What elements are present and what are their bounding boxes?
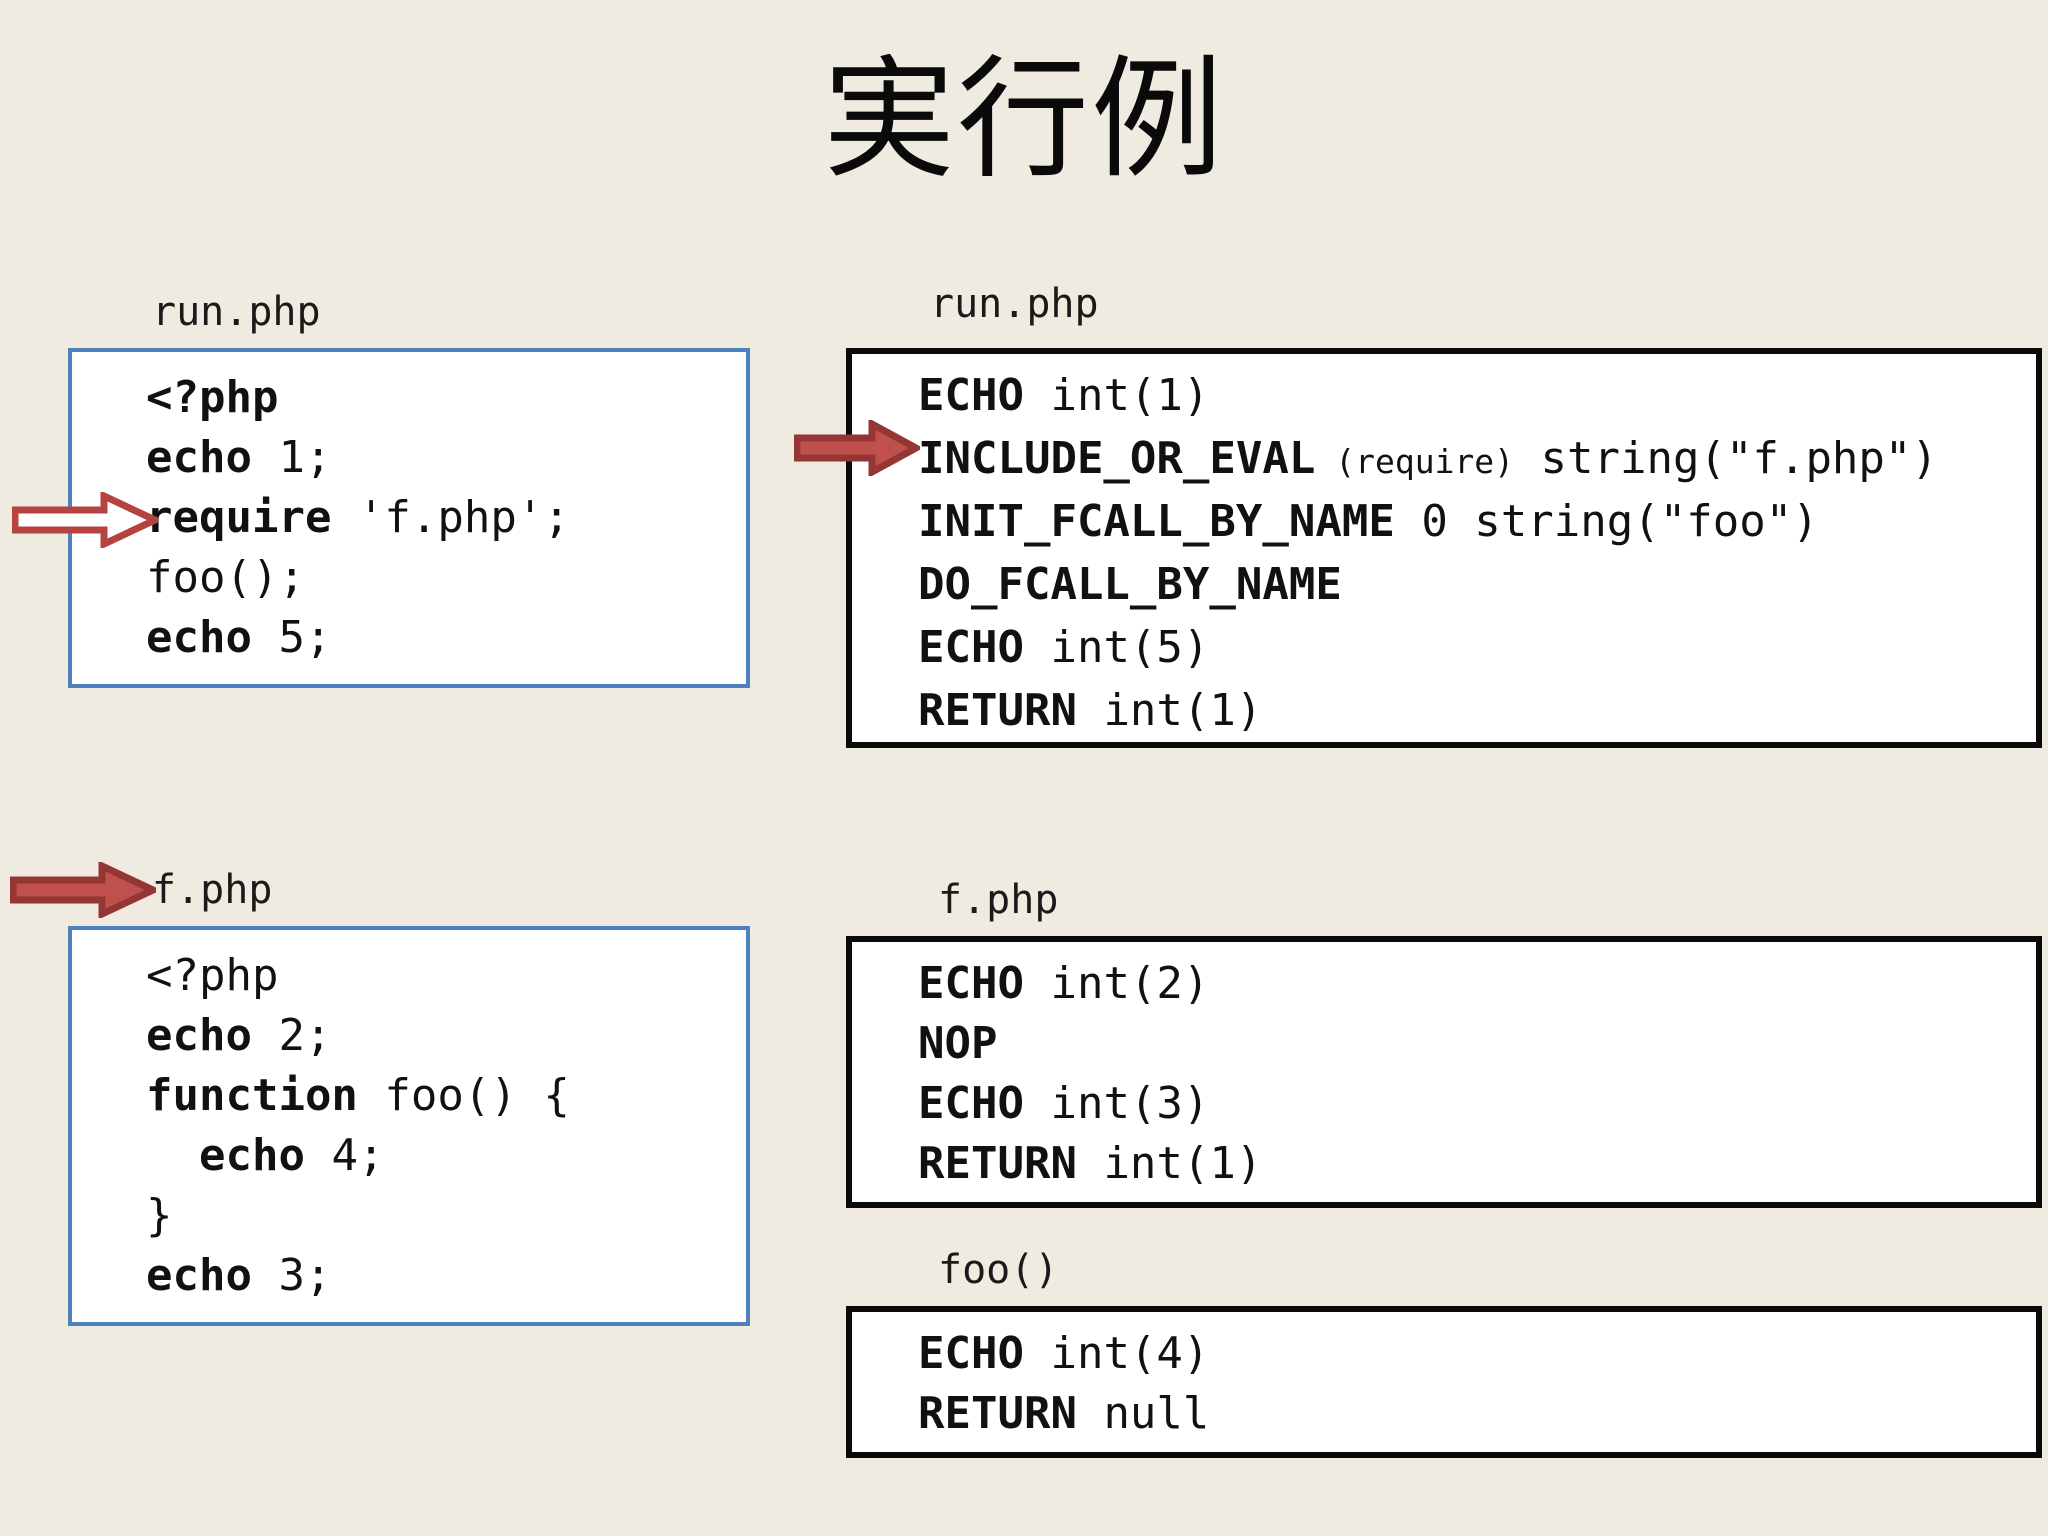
- opcode-operand: int(5): [1023, 622, 1210, 673]
- code-arg: 4;: [304, 1130, 385, 1181]
- code-keyword: echo: [146, 1250, 252, 1301]
- opcode-box-run-php: ECHO int(1) INCLUDE_OR_EVAL (require) st…: [846, 348, 2042, 748]
- opcode-line: RETURN null: [852, 1384, 2036, 1444]
- opcode-name: INCLUDE_OR_EVAL: [918, 433, 1316, 484]
- opcode-line: RETURN int(1): [852, 681, 2036, 744]
- code-arg: 1;: [251, 432, 332, 483]
- opcode-operand: int(3): [1023, 1078, 1210, 1129]
- opcode-line: ECHO int(1): [852, 366, 2036, 429]
- opcode-name: ECHO: [918, 958, 1024, 1009]
- code-arg: foo() {: [357, 1070, 570, 1121]
- opcode-box-foo: ECHO int(4) RETURN null: [846, 1306, 2042, 1458]
- code-line-require: require 'f.php';: [72, 488, 746, 548]
- code-line: echo 5;: [72, 608, 746, 668]
- opcode-name: ECHO: [918, 370, 1024, 421]
- source-code-box-f-php: <?php echo 2; function foo() { echo 4; }…: [68, 926, 750, 1326]
- opcode-line: NOP: [852, 1014, 2036, 1074]
- opcode-name: RETURN: [918, 1138, 1077, 1189]
- code-keyword: <?php: [146, 372, 279, 423]
- code-line: echo 2;: [72, 1006, 746, 1066]
- code-arg: 3;: [251, 1250, 332, 1301]
- arrow-hollow-require: [11, 490, 164, 550]
- opcode-note: (require): [1315, 442, 1515, 481]
- opcode-line: ECHO int(3): [852, 1074, 2036, 1134]
- code-line: <?php: [72, 946, 746, 1006]
- opcode-line: DO_FCALL_BY_NAME: [852, 555, 2036, 618]
- code-arg: 'f.php';: [331, 492, 570, 543]
- caption-source-f-php: f.php: [152, 867, 273, 913]
- code-line: }: [72, 1186, 746, 1246]
- code-arg: 2;: [251, 1010, 332, 1061]
- code-keyword: echo: [146, 432, 252, 483]
- opcode-operand: 0 string("foo"): [1394, 496, 1819, 547]
- opcode-operand: int(1): [1023, 370, 1210, 421]
- opcode-operand: int(2): [1023, 958, 1210, 1009]
- code-keyword: foo();: [146, 552, 305, 603]
- page-title: 実行例: [823, 43, 1225, 197]
- opcode-line: ECHO int(2): [852, 954, 2036, 1014]
- opcode-line: INIT_FCALL_BY_NAME 0 string("foo"): [852, 492, 2036, 555]
- opcode-operand: int(1): [1076, 685, 1263, 736]
- code-keyword: <?php: [146, 950, 279, 1001]
- caption-source-run-php: run.php: [152, 289, 321, 335]
- code-keyword: }: [146, 1190, 173, 1241]
- code-line: echo 1;: [72, 428, 746, 488]
- opcode-operand: string("f.php"): [1514, 433, 1938, 484]
- opcode-box-f-php: ECHO int(2) NOP ECHO int(3) RETURN int(1…: [846, 936, 2042, 1208]
- code-keyword: echo: [146, 1130, 305, 1181]
- code-keyword: function: [146, 1070, 358, 1121]
- code-keyword: echo: [146, 1010, 252, 1061]
- code-keyword: require: [146, 492, 332, 543]
- code-keyword: echo: [146, 612, 252, 663]
- opcode-name: ECHO: [918, 1078, 1024, 1129]
- opcode-name: ECHO: [918, 622, 1024, 673]
- code-line: echo 4;: [72, 1126, 746, 1186]
- opcode-name: DO_FCALL_BY_NAME: [918, 559, 1342, 610]
- source-code-box-run-php: <?php echo 1; require 'f.php'; foo(); ec…: [68, 348, 750, 688]
- opcode-operand: null: [1076, 1388, 1210, 1439]
- opcode-line: RETURN int(1): [852, 1134, 2036, 1194]
- opcode-line-include-or-eval: INCLUDE_OR_EVAL (require) string("f.php"…: [852, 429, 2036, 492]
- code-arg: 5;: [251, 612, 332, 663]
- opcode-operand: int(1): [1076, 1138, 1263, 1189]
- opcode-name: ECHO: [918, 1328, 1024, 1379]
- opcode-line: ECHO int(5): [852, 618, 2036, 681]
- caption-opcodes-foo: foo(): [938, 1247, 1059, 1293]
- opcode-name: RETURN: [918, 1388, 1077, 1439]
- opcode-name: NOP: [918, 1018, 998, 1069]
- arrow-solid-fphp: [9, 860, 162, 920]
- opcode-name: RETURN: [918, 685, 1077, 736]
- code-line: function foo() {: [72, 1066, 746, 1126]
- caption-opcodes-f-php: f.php: [938, 877, 1059, 923]
- caption-opcodes-run-php: run.php: [930, 281, 1099, 327]
- code-line: echo 3;: [72, 1246, 746, 1306]
- opcode-operand: int(4): [1023, 1328, 1210, 1379]
- opcode-line: ECHO int(4): [852, 1324, 2036, 1384]
- opcode-name: INIT_FCALL_BY_NAME: [918, 496, 1395, 547]
- arrow-solid-include-or-eval: [793, 418, 924, 478]
- code-line: <?php: [72, 368, 746, 428]
- code-line: foo();: [72, 548, 746, 608]
